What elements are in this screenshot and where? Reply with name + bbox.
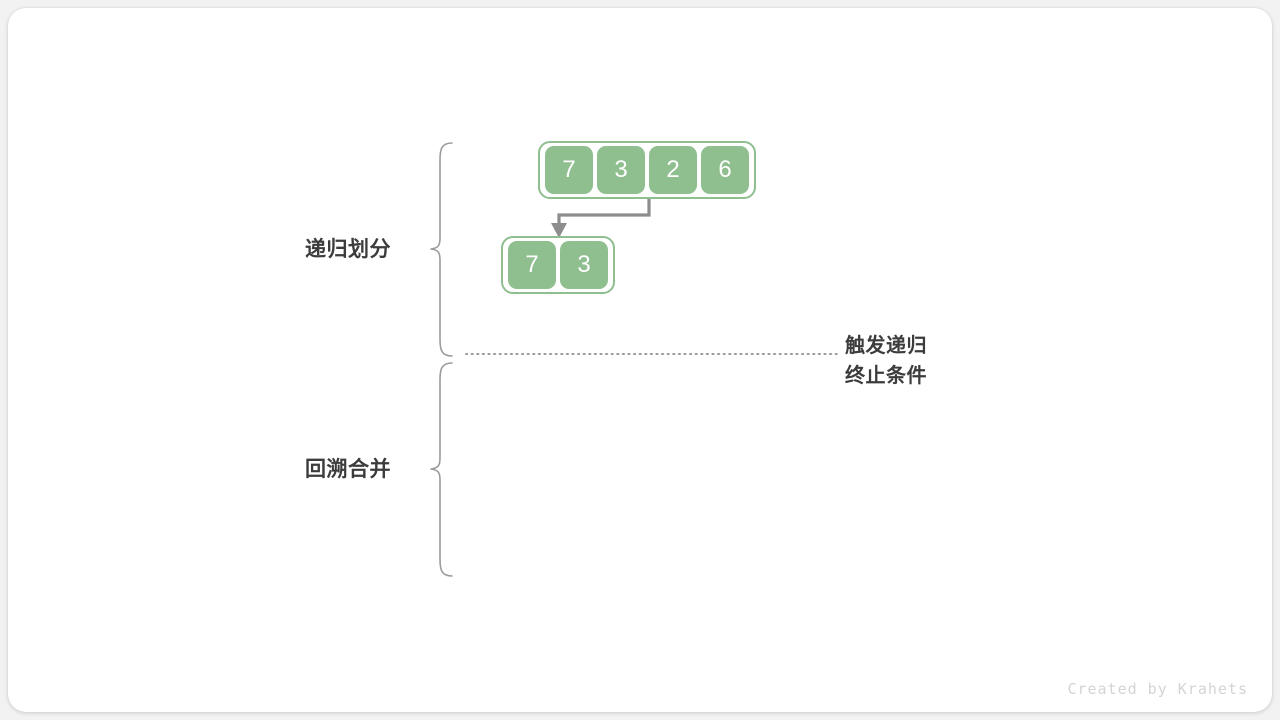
array-cell: 3 (560, 241, 608, 289)
diagram-card (8, 8, 1272, 712)
watermark: Created by Krahets (1067, 680, 1248, 698)
termination-annotation-line2: 终止条件 (845, 365, 927, 387)
array-cell: 7 (508, 241, 556, 289)
array-cell: 6 (701, 146, 749, 194)
array-cell: 2 (649, 146, 697, 194)
array-cell: 7 (545, 146, 593, 194)
section-label-divide: 递归划分 (305, 238, 391, 261)
termination-annotation-line1: 触发递归 (845, 335, 927, 357)
termination-annotation: 触发递归 终止条件 (845, 331, 927, 391)
section-label-merge: 回溯合并 (305, 458, 391, 481)
array-cell: 3 (597, 146, 645, 194)
